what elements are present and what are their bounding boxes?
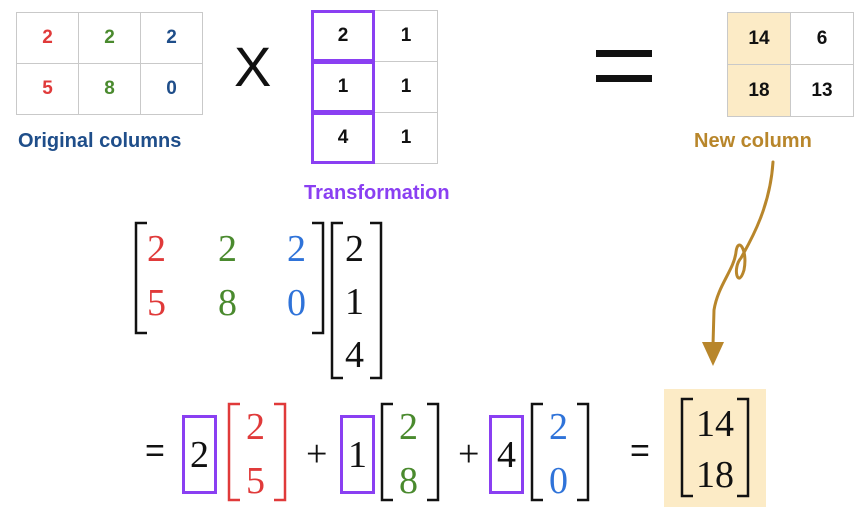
transformation-cell: 1 <box>374 10 438 62</box>
result-cell: 13 <box>790 64 854 117</box>
equals-operator <box>596 50 652 82</box>
vector-entry: 5 <box>246 460 265 502</box>
result-cell: 14 <box>727 12 791 65</box>
scalar-box <box>182 415 217 494</box>
vector-entry: 2 <box>246 406 265 448</box>
new-column-table: 14 6 18 13 <box>727 12 854 117</box>
scalar-value: 2 <box>190 434 209 476</box>
transformation-cell: 1 <box>311 61 375 113</box>
expansion-result-equals: = <box>630 432 650 470</box>
transformation-caption: Transformation <box>304 182 450 204</box>
original-columns-table: 2 2 2 5 8 0 <box>16 12 203 115</box>
scalar-box <box>489 415 524 494</box>
original-cell: 2 <box>16 12 79 64</box>
transformation-highlight-box <box>311 61 375 113</box>
result-vector-entry: 14 <box>696 403 734 445</box>
original-cell: 0 <box>140 63 203 115</box>
plus-operator: + <box>306 433 328 475</box>
scalar-value: 4 <box>497 434 516 476</box>
vector-entry: 8 <box>399 460 418 502</box>
vector-entry: 2 <box>399 406 418 448</box>
product-right-entry: 4 <box>345 334 364 376</box>
product-left-entry: 2 <box>218 228 237 270</box>
plus-operator: + <box>458 433 480 475</box>
result-vector-entry: 18 <box>696 454 734 496</box>
original-cell: 5 <box>16 63 79 115</box>
vector-entry: 2 <box>549 406 568 448</box>
vector-entry: 0 <box>549 460 568 502</box>
product-left-entry: 5 <box>147 282 166 324</box>
expansion-equals: = <box>145 432 165 470</box>
product-left-entry: 2 <box>287 228 306 270</box>
product-left-entry: 8 <box>218 282 237 324</box>
scalar-value: 1 <box>348 434 367 476</box>
transformation-cell: 1 <box>374 112 438 164</box>
original-cell: 8 <box>78 63 141 115</box>
transformation-highlight-box <box>311 10 375 62</box>
product-left-entry: 2 <box>147 228 166 270</box>
product-right-entry: 2 <box>345 228 364 270</box>
product-right-entry: 1 <box>345 281 364 323</box>
scalar-box <box>340 415 375 494</box>
transformation-highlight-box <box>311 112 375 164</box>
product-left-entry: 0 <box>287 282 306 324</box>
times-operator: X <box>234 35 272 98</box>
transformation-table: 2 1 1 1 4 1 <box>311 10 438 164</box>
new-column-caption: New column <box>694 130 812 152</box>
original-columns-caption: Original columns <box>18 130 182 152</box>
